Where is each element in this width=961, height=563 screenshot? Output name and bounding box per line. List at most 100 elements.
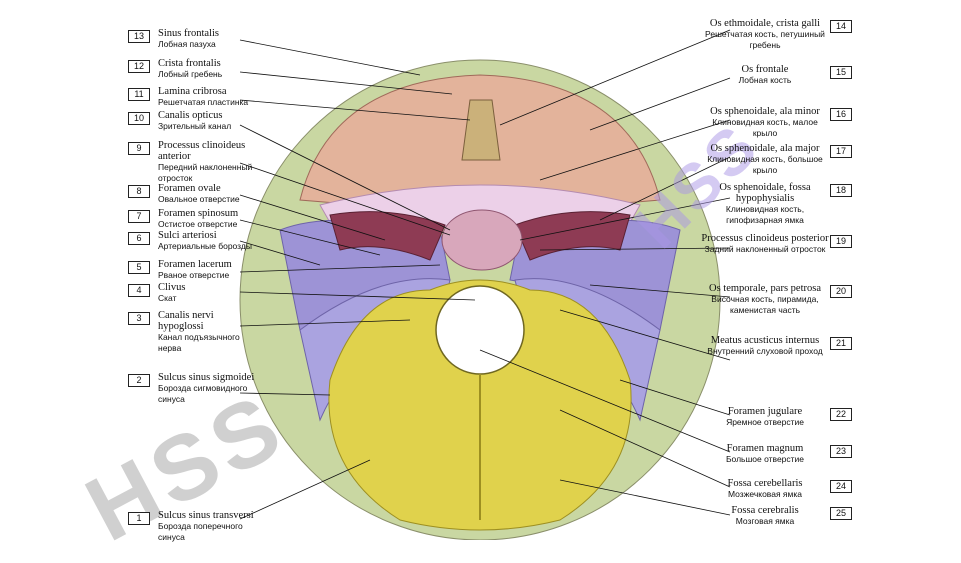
callout-russian-name: Мозговая ямка xyxy=(735,516,795,526)
sella-turcica xyxy=(441,209,523,271)
callout-number-box: 20 xyxy=(830,285,852,298)
callout-latin-name: Os sphenoidale, fossa hypophysialis xyxy=(719,182,811,204)
callout-russian-name: Борозда сигмовидного синуса xyxy=(158,383,248,404)
callout-russian-name: Скат xyxy=(158,293,177,303)
callout-russian-name: Решетчатая кость, петушиный гребень xyxy=(705,29,825,50)
callout-russian-name: Артериальные борозды xyxy=(158,241,252,251)
callout-latin-name: Canalis nervi hypoglossi xyxy=(158,310,214,332)
callout-latin-name: Foramen jugulare xyxy=(727,406,803,417)
callout-russian-name: Овальное отверстие xyxy=(158,194,240,204)
callout-russian-name: Лобная пазуха xyxy=(158,39,216,49)
callout-latin-name: Sulci arteriosi xyxy=(158,230,217,241)
callout-latin-name: Foramen magnum xyxy=(726,443,804,454)
callout-number-box: 9 xyxy=(128,142,150,155)
callout-latin-name: Os temporale, pars petrosa xyxy=(709,283,821,294)
callout-number-box: 3 xyxy=(128,312,150,325)
skull-base-illustration xyxy=(239,29,731,540)
callout-russian-name: Внутренний слуховой проход xyxy=(707,346,823,356)
callout-russian-name: Большое отверстие xyxy=(725,454,805,464)
callout-number-box: 12 xyxy=(128,60,150,73)
callout-latin-name: Processus clinoideus posterior xyxy=(701,233,829,244)
callout-number-box: 17 xyxy=(830,145,852,158)
leader-lines xyxy=(239,29,731,520)
callout-russian-name: Передний наклоненный отросток xyxy=(158,162,253,183)
callout-number-box: 11 xyxy=(128,88,150,101)
callout-latin-name: Canalis opticus xyxy=(158,110,223,121)
callout-number-box: 10 xyxy=(128,112,150,125)
callout-number-box: 5 xyxy=(128,261,150,274)
callout-number-box: 4 xyxy=(128,284,150,297)
callout-latin-name: Crista frontalis xyxy=(158,58,221,69)
callout-latin-name: Os ethmoidale, crista galli xyxy=(709,18,821,29)
callout-number-box: 25 xyxy=(830,507,852,520)
callout-number-box: 14 xyxy=(830,20,852,33)
callout-russian-name: Остистое отверстие xyxy=(158,219,238,229)
callout-number-box: 2 xyxy=(128,374,150,387)
callout-latin-name: Os sphenoidale, ala major xyxy=(710,143,820,154)
callout-latin-name: Fossa cerebralis xyxy=(731,505,799,516)
callout-latin-name: Os frontale xyxy=(741,64,789,75)
callout-russian-name: Решетчатая пластинка xyxy=(158,97,249,107)
callout-russian-name: Задний наклоненный отросток xyxy=(704,244,826,254)
callout-russian-name: Мозжечковая ямка xyxy=(728,489,802,499)
callout-number-box: 13 xyxy=(128,30,150,43)
callout-russian-name: Яремное отверстие xyxy=(726,417,804,427)
callout-russian-name: Клиновидная кость, гипофизарная ямка xyxy=(725,204,805,225)
callout-number-box: 18 xyxy=(830,184,852,197)
callout-latin-name: Sinus frontalis xyxy=(158,28,219,39)
callout-russian-name: Борозда поперечного синуса xyxy=(158,521,243,542)
callout-latin-name: Clivus xyxy=(158,282,186,293)
crista-galli xyxy=(461,99,501,161)
callout-number-box: 7 xyxy=(128,210,150,223)
callout-latin-name: Fossa cerebellaris xyxy=(727,478,803,489)
callout-russian-name: Височная кость, пирамида, каменистая час… xyxy=(711,294,819,315)
callout-number-box: 6 xyxy=(128,232,150,245)
callout-latin-name: Lamina cribrosa xyxy=(158,86,227,97)
callout-russian-name: Клиновидная кость, малое крыло xyxy=(712,117,818,138)
callout-russian-name: Зрительный канал xyxy=(158,121,232,131)
callout-number-box: 16 xyxy=(830,108,852,121)
callout-russian-name: Клиновидная кость, большое крыло xyxy=(707,154,823,175)
callout-latin-name: Foramen spinosum xyxy=(158,208,239,219)
callout-latin-name: Sulcus sinus transversi xyxy=(158,510,254,521)
callout-russian-name: Рваное отверстие xyxy=(158,270,230,280)
callout-latin-name: Foramen lacerum xyxy=(158,259,232,270)
callout-number-box: 8 xyxy=(128,185,150,198)
callout-number-box: 23 xyxy=(830,445,852,458)
callout-number-box: 21 xyxy=(830,337,852,350)
callout-latin-name: Foramen ovale xyxy=(158,183,221,194)
callout-latin-name: Meatus acusticus internus xyxy=(710,335,820,346)
callout-russian-name: Канал подъязычного нерва xyxy=(158,332,240,353)
callout-russian-name: Лобная кость xyxy=(738,75,792,85)
callout-number-box: 22 xyxy=(830,408,852,421)
callout-number-box: 1 xyxy=(128,512,150,525)
callout-number-box: 15 xyxy=(830,66,852,79)
callout-number-box: 19 xyxy=(830,235,852,248)
callout-latin-name: Sulcus sinus sigmoidei xyxy=(158,372,255,383)
